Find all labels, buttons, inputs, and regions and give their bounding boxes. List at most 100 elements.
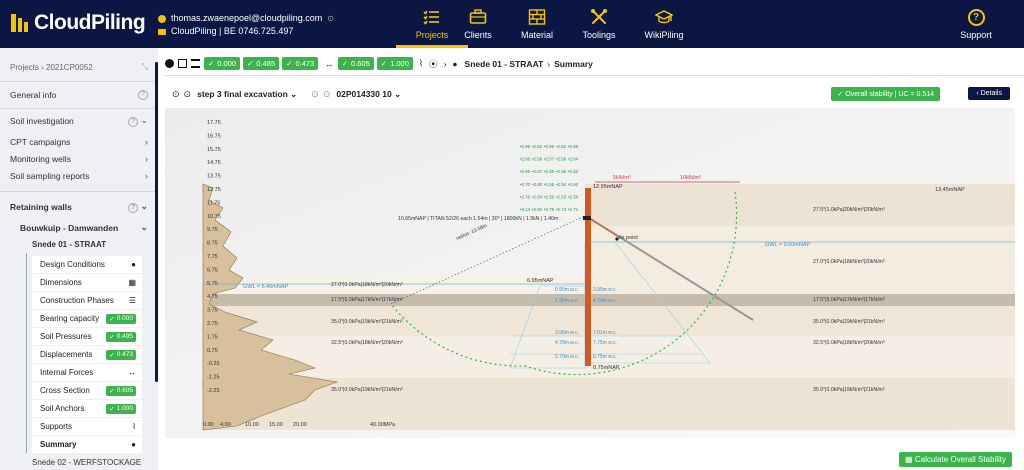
sidebar-item-bouwkuip[interactable]: Bouwkuip - Damwanden⌄ [20,222,148,233]
arrows-icon[interactable]: ↔ [325,58,334,69]
status-badge[interactable]: ✓ 0.485 [243,57,280,70]
paperclip-icon[interactable]: ⌇ [418,58,424,68]
sidebar-item-soil-anchors[interactable]: Soil Anchors✓ 1.000 [32,400,142,417]
project-breadcrumb[interactable]: Projects › 2021CP0052⤡ [10,62,148,72]
cpt-campaigns-label: CPT campaigns [10,137,71,147]
water-pressure-label: 5.70m w.c. [555,354,579,360]
nav-support[interactable]: ? Support [946,0,1006,40]
target-icon[interactable] [165,59,174,68]
grid-point-label: •2.57 [532,169,543,174]
grid-point-label: •2.66 [520,169,531,174]
depth-tick-label: -2.25 [207,388,220,394]
sidebar-item-design-conditions[interactable]: Design Conditions● [32,256,142,273]
depth-axis: 17.7516.7515.7514.7513.7512.7511.7510.75… [207,120,221,394]
nav-next-icon[interactable]: ⊙ [322,88,331,99]
status-badge[interactable]: ✓ 0.000 [204,57,241,70]
nav-prev-icon[interactable]: ⊙ [311,88,319,99]
sidebar-item-snede-01[interactable]: Snede 01 - STRAAT [32,240,142,249]
nav-prev-icon[interactable]: ⊙ [172,88,180,99]
cpt-tick-label: 40.00MPa [370,422,396,428]
cross-section-canvas[interactable]: •2.66•2.62•2.56•2.62•2.68•2.66•2.59•2.57… [165,108,1015,438]
fix-point-marker [615,237,619,241]
retaining-walls-label: Retaining walls [10,202,72,212]
calculate-overall-stability-button[interactable]: ▦ Calculate Overall Stability [899,452,1012,467]
chevron-down-icon: ⌄ [140,201,148,211]
cpt-profile [202,183,339,431]
cross-section-drawing: •2.66•2.62•2.56•2.62•2.68•2.66•2.59•2.57… [165,108,1015,438]
depth-tick-label: -1.25 [207,375,220,381]
breadcrumb-section[interactable]: Snede 01 - STRAAT [464,58,544,69]
grid-point-label: •2.76 [520,194,531,199]
layer-params-label: 32.5°|0.0kPa|18kN/m³|20kN/m³ [331,340,403,346]
grid-point-label: •2.62 [556,144,567,149]
grid-point-label: •2.66 [520,157,531,162]
cpt-tick-label: 10.00 [245,422,259,428]
app-logo[interactable]: CloudPiling [10,11,146,35]
sidebar-item-cpt-campaigns[interactable]: CPT campaigns› [10,137,148,147]
sidebar-item-bearing-capacity[interactable]: Bearing capacity✓ 0.000 [32,310,142,327]
sidebar-item-supports[interactable]: Supports⌇ [32,418,142,435]
sidebar-scrollbar[interactable] [155,62,158,382]
status-badge[interactable]: ✓ 0.605 [337,57,374,70]
collapse-icon[interactable]: ⤡ [141,62,148,71]
play-icon[interactable]: ● [452,58,458,69]
help-icon[interactable]: ? [138,90,148,100]
soil-pressures-label: Soil Pressures [40,332,92,341]
nav-next-icon[interactable]: ⊙ [183,88,192,99]
sidebar-item-summary[interactable]: Summary● [32,436,142,453]
calculator-icon[interactable] [178,59,187,68]
depth-tick-label: 9.75 [207,227,218,233]
divider [0,191,155,192]
phases-icon[interactable] [191,59,200,68]
nav-wikipiling-label: WikiPiling [644,30,684,40]
nav-wikipiling[interactable]: WikiPiling [628,0,700,48]
overall-stability-badge[interactable]: ✓ Overall stability | UC = 0.514 [831,87,940,101]
nav-projects[interactable]: Projects [396,0,468,48]
depth-tick-label: 10.75 [207,214,221,220]
water-pressure-label: 3.96m w.c. [555,330,579,336]
sidebar-item-general-info[interactable]: General info? [10,90,148,100]
nav-toolings[interactable]: Toolings [563,0,635,48]
sidebar-item-displacements[interactable]: Displacements✓ 0.473 [32,346,142,363]
depth-tick-label: -0.25 [207,361,220,367]
sidebar-item-soil-pressures[interactable]: Soil Pressures✓ 0.495 [32,328,142,345]
sidebar-item-cross-section[interactable]: Cross Section✓ 0.605 [32,382,142,399]
badge-value: 1.000 [116,405,133,412]
divider [0,108,155,109]
sidebar-item-internal-forces[interactable]: Internal Forces↔ [32,364,142,381]
target-icon[interactable]: ⦿ [429,58,438,69]
wall-top-label: 12.95mNAP [593,184,623,190]
details-button[interactable]: ‹ Details [968,87,1010,100]
help-icon[interactable]: ? [128,117,139,127]
edit-icon[interactable]: ⊙ [327,14,334,23]
gwl-left-label: GWL = 6.45mNAP [243,284,289,290]
sidebar-item-dimensions[interactable]: Dimensions▦ [32,274,142,291]
sidebar-item-soil-sampling[interactable]: Soil sampling reports› [10,171,148,181]
nav-material[interactable]: Material [501,0,573,48]
layer-params-label: 35.0°|0.0kPa|19kN/m³|21kN/m³ [813,319,885,325]
status-badge[interactable]: ✓ 1.000 [376,57,413,70]
grid-point-label: •2.56 [544,144,555,149]
sidebar-item-monitoring-wells[interactable]: Monitoring wells› [10,154,148,164]
chevron-right-icon[interactable]: › [443,58,447,69]
sidebar-item-snede-02[interactable]: Snede 02 - WERFSTOCKAGE [32,458,152,467]
nav-support-label: Support [960,30,992,40]
arrows-icon: ↔ [128,368,136,377]
help-icon[interactable]: ? [128,203,139,213]
nav-clients[interactable]: Clients [442,0,514,48]
cpt-dropdown[interactable]: 02P014330 10 ⌄ [336,89,401,100]
status-badge: ✓ 0.605 [106,385,136,396]
phase-dropdown[interactable]: step 3 final excavation ⌄ [197,89,297,100]
depth-tick-label: 17.75 [207,120,221,126]
fix-point-label: fix point [619,235,638,241]
sidebar-item-construction-phases[interactable]: Construction Phases☰ [32,292,142,309]
status-badge[interactable]: ✓ 0.473 [282,57,319,70]
grid-point-label: •2.68 [568,144,579,149]
sidebar-item-soil-investigation[interactable]: Soil investigation? ⌄ [10,115,148,127]
grid-point-label: •2.62 [532,144,543,149]
sidebar-item-retaining-walls[interactable]: Retaining walls? ⌄ [10,201,148,213]
badge-value: 0.000 [116,315,133,322]
account-email[interactable]: thomas.zwaenepoel@cloudpiling.com [171,13,323,23]
grid-point-label: •2.56 [556,169,567,174]
grid-point-label: •2.79 [544,207,555,212]
